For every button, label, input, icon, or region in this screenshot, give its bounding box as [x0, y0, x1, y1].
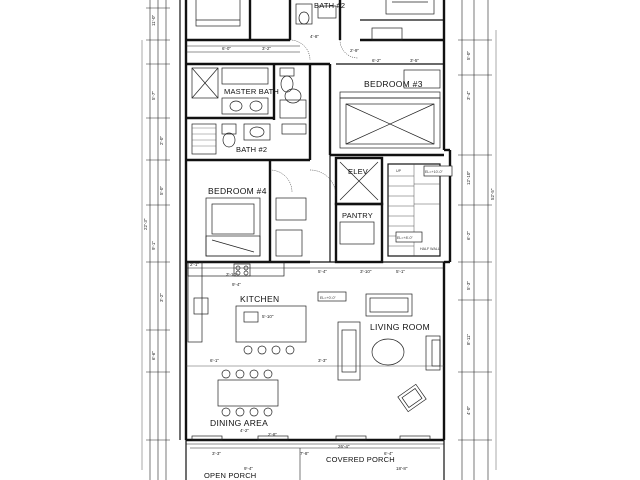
dining-area-label: DINING AREA	[210, 418, 268, 428]
bedroom4-label: BEDROOM #4	[208, 186, 267, 196]
right-dim-4: 6'-2"	[466, 231, 471, 240]
kitchen-dim-4: 3'-3"	[318, 358, 327, 363]
elev-label: ELEV	[348, 167, 368, 176]
kitchen-dim-3: 6'-1"	[210, 358, 219, 363]
top-dim-5: 3'-5"	[410, 58, 419, 63]
left-dim-2: 5'-7"	[151, 91, 156, 100]
bottom-dim-4: 6'-4"	[384, 451, 393, 456]
master-bath-label: MASTER BATH	[224, 87, 279, 96]
bottom-dim-3: 7'-8"	[300, 451, 309, 456]
mid-dim-4: 3'-10"	[360, 269, 372, 274]
mid-dim-5: 5'-1"	[396, 269, 405, 274]
master-bath: MASTER BATH	[186, 39, 359, 160]
left-dim-6: 3'-2"	[159, 293, 164, 302]
bath2-top-label: BATH #2	[314, 1, 345, 10]
left-dim-7: 6'-6"	[151, 351, 156, 360]
pantry-floor-note: EL=+8'-0"	[397, 236, 413, 240]
mid-dim-strip: 2'-1" 3'-10" 5'-4" 3'-10" 5'-1"	[186, 262, 444, 277]
living-room: LIVING ROOM	[337, 293, 441, 413]
right-dim-5: 5'-3"	[466, 281, 471, 290]
dining-area: DINING AREA 2'-8"	[210, 369, 279, 437]
left-dim-3: 2'-0"	[159, 136, 164, 145]
bottom-dim-5: 4'-2"	[240, 428, 249, 433]
right-dim-total: 52'-5"	[490, 188, 495, 200]
porches: 3'-3" 7'-8" 26'-4" 6'-4" 4'-2" COVERED P…	[185, 428, 445, 480]
kitchen-label: KITCHEN	[240, 294, 279, 304]
pantry-label: PANTRY	[342, 211, 373, 220]
left-dim-4: 5'-0"	[159, 186, 164, 195]
left-dimension-lines: 11'-0" 5'-7" 2'-0" 5'-0" 9'-1" 3'-2" 6'-…	[141, 0, 170, 480]
half-wall-note: HALF WALL	[420, 247, 440, 251]
bath-2: BATH #2	[186, 123, 310, 162]
kitchen-dim-2: 5'-10"	[262, 314, 274, 319]
top-rooms: BATH #2	[186, 0, 444, 42]
right-dim-2: 3'-4"	[466, 91, 471, 100]
kitchen: KITCHEN EL=+0'-0" 9'-4" 5'-10" 6'-1" 3'-…	[187, 261, 347, 363]
right-dim-3: 12'-10"	[466, 171, 471, 185]
left-dim-5: 9'-1"	[151, 241, 156, 250]
stairs-up-note: UP	[396, 169, 402, 173]
kitchen-dim-1: 9'-4"	[232, 282, 241, 287]
right-dim-6: 8'-11"	[466, 333, 471, 345]
top-dim-6: 2'-9"	[350, 48, 359, 53]
covered-dim: 18'-8"	[396, 466, 408, 471]
bottom-dim-1: 2'-8"	[268, 432, 277, 437]
kitchen-floor-note: EL=+0'-0"	[320, 296, 336, 300]
left-dim-1: 11'-0"	[151, 14, 156, 26]
top-dim-3: 4'-8"	[310, 34, 319, 39]
core-area: ELEV PANTRY EL=+10'-0" EL=+8'-0" HALF WA…	[309, 156, 453, 264]
mid-dim-2: 3'-10"	[226, 272, 238, 277]
bedroom-3: BEDROOM #3	[328, 63, 444, 157]
living-room-label: LIVING ROOM	[370, 322, 430, 332]
right-dimension-lines: 5'-0" 3'-4" 12'-10" 52'-5" 6'-2" 5'-3" 8…	[458, 0, 497, 480]
bath2-label: BATH #2	[236, 145, 267, 154]
porch-dim: 26'-4"	[338, 444, 350, 449]
top-dim-2: 3'-2"	[262, 46, 271, 51]
bedroom3-label: BEDROOM #3	[364, 79, 423, 89]
elev-floor-note: EL=+10'-0"	[425, 170, 443, 174]
mid-dim-1: 2'-1"	[190, 262, 199, 267]
bottom-dim-2: 3'-3"	[212, 451, 221, 456]
open-porch-label: OPEN PORCH	[204, 471, 256, 480]
left-dim-total: 22'-3"	[143, 218, 148, 230]
covered-porch-label: COVERED PORCH	[326, 455, 395, 464]
right-dim-7: 4'-0"	[466, 406, 471, 415]
open-dim: 9'-4"	[244, 466, 253, 471]
interior-partitions	[186, 155, 444, 367]
top-dim-4: 6'-2"	[372, 58, 381, 63]
mid-dim-3: 5'-4"	[318, 269, 327, 274]
top-dim-1: 6'-0"	[222, 46, 231, 51]
right-dim-1: 5'-0"	[466, 51, 471, 60]
top-dim-strip: 6'-0" 3'-2" 4'-8" 6'-2" 3'-5" 2'-9"	[186, 34, 419, 63]
